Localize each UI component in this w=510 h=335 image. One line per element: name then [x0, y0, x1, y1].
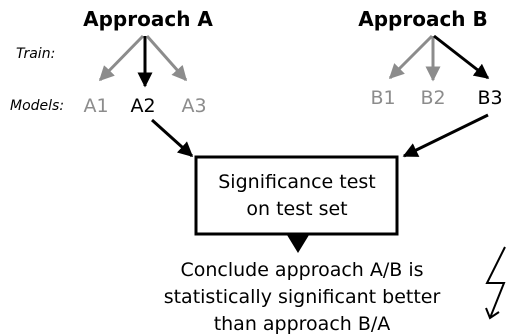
approach-b-title: Approach B	[358, 7, 488, 31]
conclusion-line3: than approach B/A	[214, 313, 391, 335]
conclusion-line1: Conclude approach A/B is	[180, 259, 423, 281]
lightning-bolt-icon	[485, 246, 506, 320]
conclusion-line2: statistically significant better	[164, 286, 441, 308]
model-b2: B2	[420, 87, 445, 109]
model-b1: B1	[370, 87, 395, 109]
models-label: Models:	[10, 98, 64, 114]
test-box-line2: on test set	[246, 198, 347, 220]
arrow-b3-to-test	[402, 113, 489, 158]
model-a2: A2	[130, 95, 155, 117]
approach-a-title: Approach A	[83, 7, 213, 31]
train-arrow-b1	[388, 34, 434, 80]
significance-test-box	[194, 155, 399, 236]
train-label: Train:	[16, 46, 55, 62]
train-arrow-a1	[98, 34, 145, 82]
arrow-test-to-conclusion	[287, 235, 309, 253]
model-a3: A3	[181, 95, 206, 117]
model-a1: A1	[83, 95, 108, 117]
test-box-line1: Significance test	[218, 171, 375, 193]
train-arrow-b3	[433, 34, 490, 80]
arrow-a2-to-test	[150, 118, 194, 158]
train-arrow-a3	[145, 35, 188, 82]
model-b3: B3	[477, 87, 502, 109]
